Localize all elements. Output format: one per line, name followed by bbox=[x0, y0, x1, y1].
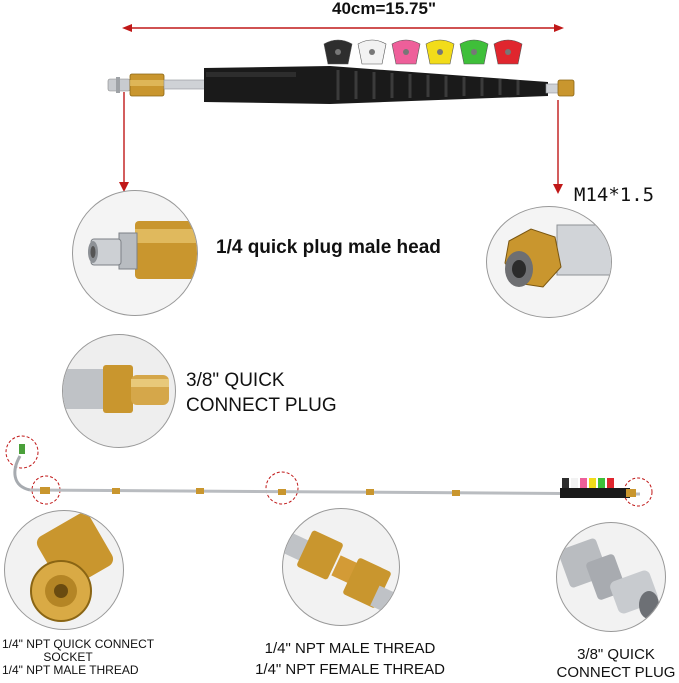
highlight-circle-left-end bbox=[5, 435, 39, 469]
quick-connect-plug-closeup-top bbox=[62, 334, 176, 448]
socket-label-line1: 1/4" NPT QUICK CONNECT bbox=[2, 637, 155, 651]
thread-size-label: M14*1.5 bbox=[574, 184, 655, 206]
long-wand-illustration bbox=[5, 435, 653, 507]
nozzle-orifice-2 bbox=[369, 49, 375, 55]
quick-connect-plug-label-bottom-line2: CONNECT PLUG bbox=[556, 664, 676, 681]
socket-label-line3: 1/4" NPT MALE THREAD bbox=[2, 663, 139, 677]
quick-connect-socket-closeup bbox=[4, 510, 124, 630]
small-nozzle-tip-4 bbox=[589, 478, 596, 488]
quick-connect-plug-label-bottom: 3/8" QUICK CONNECT PLUG bbox=[556, 646, 676, 682]
quick-connect-plug-label-top-line2: CONNECT PLUG bbox=[186, 395, 337, 416]
wand bbox=[107, 66, 575, 104]
m14-thread-image bbox=[504, 224, 611, 288]
nozzle-orifice-1 bbox=[335, 49, 341, 55]
npt-thread-label-line2: 1/4" NPT FEMALE THREAD bbox=[255, 661, 445, 678]
small-nozzle-tip-1 bbox=[562, 478, 569, 488]
small-nozzle-tip-3 bbox=[580, 478, 587, 488]
right-pointer-arrow bbox=[553, 100, 563, 194]
quick-plug-image bbox=[88, 221, 197, 279]
quick-connect-socket-image bbox=[30, 512, 114, 622]
left-pointer-arrow bbox=[119, 92, 129, 192]
quick-connect-plug-closeup-bottom bbox=[556, 522, 666, 632]
highlight-circle-joint bbox=[265, 471, 299, 505]
npt-thread-label: 1/4" NPT MALE THREAD 1/4" NPT FEMALE THR… bbox=[252, 638, 448, 680]
quick-connect-plug-label-bottom-line1: 3/8" QUICK bbox=[577, 646, 655, 663]
nozzle-orifice-4 bbox=[437, 49, 443, 55]
quick-connect-plug-label-top-line1: 3/8" QUICK bbox=[186, 370, 285, 391]
small-nozzle-tip-2 bbox=[571, 478, 578, 488]
nozzle-orifice-5 bbox=[471, 49, 477, 55]
top-wand-illustration bbox=[107, 24, 575, 194]
quick-connect-plug-image-top bbox=[63, 365, 169, 413]
highlight-circle-right-end bbox=[623, 477, 653, 507]
nozzle-tips bbox=[323, 39, 523, 65]
quick-connect-plug-image-bottom bbox=[558, 538, 659, 619]
npt-thread-image bbox=[283, 530, 399, 623]
dimension-arrow bbox=[122, 24, 564, 32]
npt-thread-label-line1: 1/4" NPT MALE THREAD bbox=[264, 640, 436, 657]
socket-label-line2: SOCKET bbox=[43, 650, 93, 664]
quick-plug-label: 1/4 quick plug male head bbox=[216, 237, 441, 258]
quick-connect-plug-label-top: 3/8" QUICK CONNECT PLUG bbox=[186, 368, 337, 418]
dimension-label: 40cm=15.75" bbox=[332, 0, 437, 18]
nozzle-orifice-6 bbox=[505, 49, 511, 55]
nozzle-orifice-3 bbox=[403, 49, 409, 55]
small-nozzle-tip-6 bbox=[607, 478, 614, 488]
quick-plug-closeup bbox=[72, 190, 198, 316]
m14-thread-closeup bbox=[486, 206, 612, 318]
small-nozzle-tip-5 bbox=[598, 478, 605, 488]
npt-thread-closeup bbox=[282, 508, 400, 626]
socket-label: 1/4" NPT QUICK CONNECT SOCKET 1/4" NPT M… bbox=[2, 637, 155, 677]
